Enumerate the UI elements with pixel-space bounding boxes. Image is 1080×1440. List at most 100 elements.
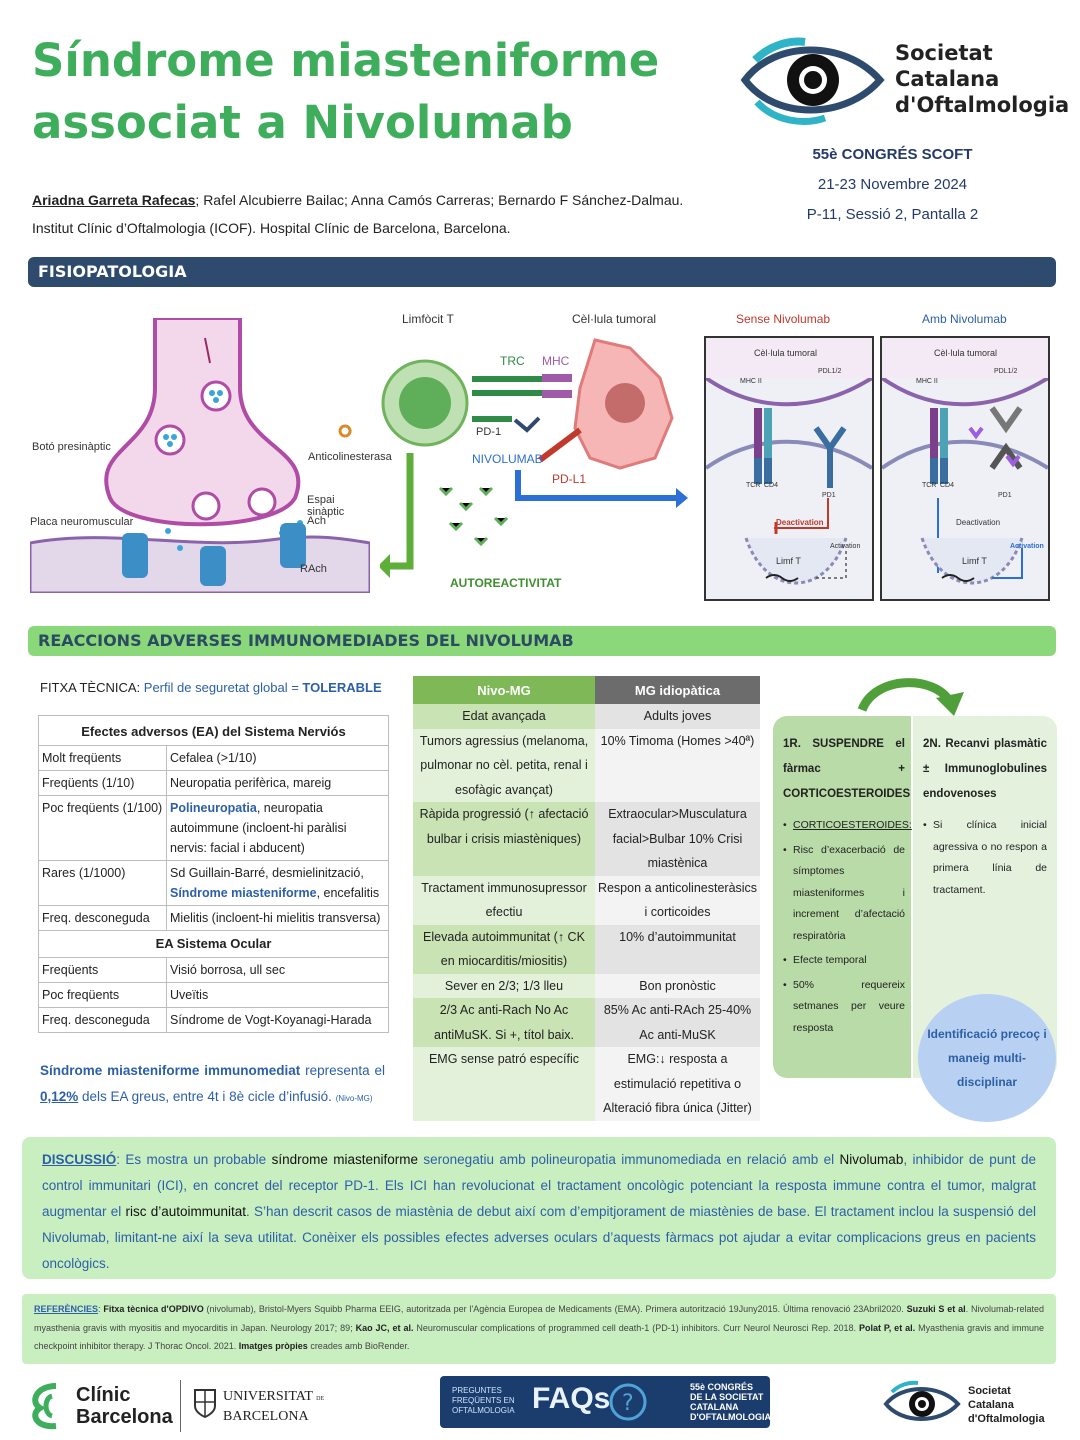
label-mhc2-2: MHC II bbox=[916, 378, 938, 385]
label-cell-top-1: Cèl·lula tumoral bbox=[754, 348, 818, 358]
faq-congress-1: 55è CONGRÉS bbox=[690, 1382, 754, 1392]
reference-bold: Fitxa tècnica d'OPDIVO bbox=[103, 1304, 204, 1314]
scoft-footer-logo: Societat Catalana d'Oftalmologia bbox=[882, 1378, 1062, 1430]
cmp-cell-a: Sever en 2/3; 1/3 lleu bbox=[413, 973, 595, 998]
label-cell-top-2: Cèl·lula tumoral bbox=[934, 348, 998, 358]
label-deactivation-1: Deactivation bbox=[776, 518, 824, 527]
treatment-step-1: 1R. SUSPENDRE el fàrmac + CORTICOESTEROI… bbox=[773, 716, 912, 1078]
label-nivolumab: NIVOLUMAB bbox=[472, 452, 543, 466]
table-row: Freq. desconeguda Síndrome de Vogt-Koyan… bbox=[38, 1007, 389, 1033]
logo-line-1: Societat bbox=[895, 41, 993, 65]
ub-line-2: BARCELONA bbox=[223, 1409, 309, 1424]
list-item: 50% requereix setmanes per veure respost… bbox=[783, 975, 905, 1040]
reference-text: . Nivolumab-related myasthenia gravis wi… bbox=[34, 1304, 1044, 1333]
eye-logo-small-icon bbox=[883, 1380, 961, 1421]
label-pdl12-2: PDL1/2 bbox=[994, 368, 1018, 375]
reference-bold: Polat P, et al. bbox=[858, 1322, 916, 1333]
table-row: Molt freqüents Cefalea (>1/10) bbox=[38, 745, 389, 771]
faq-line-1: PREGUNTES bbox=[452, 1386, 502, 1395]
ea-effect-highlight: Polineuropatia bbox=[170, 801, 257, 815]
discussion-keyword: síndrome miasteniforme bbox=[271, 1152, 419, 1167]
faq-big: FAQs bbox=[532, 1382, 611, 1415]
clinic-line-1: Clínic bbox=[76, 1384, 131, 1406]
discussion-text: : Es mostra un probable bbox=[116, 1152, 272, 1167]
references-box: REFERÈNCIES: Fitxa tècnica d'OPDIVO (niv… bbox=[22, 1294, 1056, 1364]
label-limfocit: Limfòcit T bbox=[402, 312, 454, 326]
authors-block: Ariadna Garreta Rafecas; Rafel Alcubierr… bbox=[32, 186, 683, 242]
congress-session: P-11, Sessió 2, Pantalla 2 bbox=[806, 206, 979, 223]
discussion-text: seronegatiu amb polineuropatia immunomed… bbox=[418, 1152, 840, 1167]
ub-line-1: UNIVERSITAT bbox=[223, 1389, 313, 1404]
summary-part-5: , entre 4t i 8è cicle d’infusió. bbox=[165, 1089, 336, 1104]
table-row: Rares (1/1000) Sd Guillain-Barré, desmie… bbox=[38, 860, 389, 906]
col-mg-idiopatica: MG idiopàtica bbox=[595, 676, 760, 704]
label-pdl12-1: PDL1/2 bbox=[818, 368, 842, 375]
label-tcr-1: TCR bbox=[746, 482, 761, 489]
list-item: Risc d’exacerbació de símptomes miasteni… bbox=[783, 840, 905, 948]
other-authors: ; Rafel Alcubierre Bailac; Anna Camós Ca… bbox=[195, 192, 684, 208]
ea-freq: Freqüents (1/10) bbox=[38, 770, 167, 796]
reference-text: creades amb BioRender. bbox=[307, 1341, 410, 1351]
ea-freq: Poc freqüents bbox=[38, 982, 167, 1008]
summary-part-6: (Nivo-MG) bbox=[335, 1094, 373, 1103]
panel-amb: Cèl·lula tumoral MHC II PDL1/2 TCR CD4 P… bbox=[880, 336, 1050, 601]
ea-effect: Neuropatia perifèrica, mareig bbox=[166, 770, 389, 796]
label-pd1-1: PD1 bbox=[822, 492, 836, 499]
clinic-logo: Clínic Barcelona bbox=[26, 1380, 186, 1432]
faq-congress-2: DE LA SOCIETAT bbox=[690, 1392, 764, 1402]
reference-text: (nivolumab), Bristol-Myers Squibb Pharma… bbox=[203, 1304, 907, 1314]
label-deactivation-2: Deactivation bbox=[956, 518, 1001, 527]
cmp-cell-b: EMG:↓ resposta a estimulació repetitiva … bbox=[595, 1047, 760, 1121]
ea-freq: Poc freqüents (1/100) bbox=[38, 795, 167, 861]
cmp-cell-b: Bon pronòstic bbox=[595, 973, 760, 998]
ea-freq: Freq. desconeguda bbox=[38, 1007, 167, 1033]
ea-effect-highlight: Síndrome miasteniforme bbox=[170, 886, 317, 900]
label-cd4-1: CD4 bbox=[764, 482, 779, 489]
ea-freq: Molt freqüents bbox=[38, 745, 167, 771]
cmp-cell-b: Respon a anticolinesteràsics i corticoid… bbox=[595, 875, 760, 925]
reference-text: Myasthenia gravis and immune checkpoint … bbox=[34, 1322, 1044, 1352]
list-item: CORTICOESTEROIDES: bbox=[783, 815, 912, 837]
congress-dates: 21-23 Novembre 2024 bbox=[817, 176, 968, 193]
ea-effect: Visió borrosa, ull sec bbox=[166, 957, 389, 983]
label-mhc2-1: MHC II bbox=[740, 378, 762, 385]
label-activation-2: Activation bbox=[1010, 543, 1044, 550]
scoft-logo: Societat Catalana d'Oftalmologia bbox=[735, 30, 1069, 130]
label-tcr-2: TCR bbox=[922, 482, 937, 489]
reference-bold: Imatges pròpies bbox=[238, 1341, 308, 1351]
congress-name: 55è CONGRÉS SCOFT bbox=[812, 146, 973, 163]
curved-arrow-icon bbox=[857, 678, 964, 716]
faq-banner: PREGUNTES FREQÜENTS EN OFTALMOLOGIA FAQs… bbox=[440, 1376, 771, 1428]
cmp-cell-b: 10% d’autoimmunitat bbox=[595, 924, 760, 974]
references-label: REFERÈNCIES bbox=[34, 1304, 99, 1314]
table-row: Freq. desconeguda Mielitis (incloent-hi … bbox=[38, 905, 389, 931]
ea-effect-cell: Polineuropatia, neuropatia autoimmune (i… bbox=[166, 795, 389, 861]
ea-effect-cell: Sd Guillain-Barré, desmielinització, Sín… bbox=[166, 860, 389, 906]
clinic-line-2: Barcelona bbox=[76, 1406, 173, 1428]
ea-effect: , neuropatia autoimmune (incloent-hi par… bbox=[170, 801, 347, 855]
step2-title: 2N. Recanvi plasmàtic ± Immunoglobulines… bbox=[923, 738, 1047, 800]
ea-effect: Cefalea (>1/10) bbox=[166, 745, 389, 771]
summary-part-1: Síndrome miasteniforme immunomediat bbox=[40, 1063, 301, 1078]
reference-bold: Suzuki S et al bbox=[906, 1304, 966, 1314]
cmp-cell-b: 10% Timoma (Homes >40ª) bbox=[595, 728, 760, 802]
section-fisiopatologia: FISIOPATOLOGIA bbox=[28, 257, 1056, 287]
title-line-1: Síndrome miasteniforme bbox=[32, 34, 660, 87]
label-rach: RAch bbox=[300, 563, 327, 575]
scoft-line-1: Societat bbox=[968, 1385, 1011, 1397]
fitxa-tolerable: TOLERABLE bbox=[302, 680, 382, 695]
label-boto: Botó presinàptic bbox=[32, 441, 111, 453]
table-row: Freqüents (1/10) Neuropatia perifèrica, … bbox=[38, 770, 389, 796]
label-placa: Placa neuromuscular bbox=[30, 516, 134, 528]
fitxa-value: Perfil de seguretat global = bbox=[143, 680, 303, 695]
ea-effect: Sd Guillain-Barré, desmielinització, bbox=[170, 866, 364, 880]
ub-de: DE bbox=[316, 1396, 325, 1402]
table-row: Freqüents Visió borrosa, ull sec bbox=[38, 957, 389, 983]
table-row: Elevada autoimmunitat (↑ CK en miocardit… bbox=[413, 924, 760, 974]
cmp-cell-a: EMG sense patró específic bbox=[413, 1047, 595, 1121]
